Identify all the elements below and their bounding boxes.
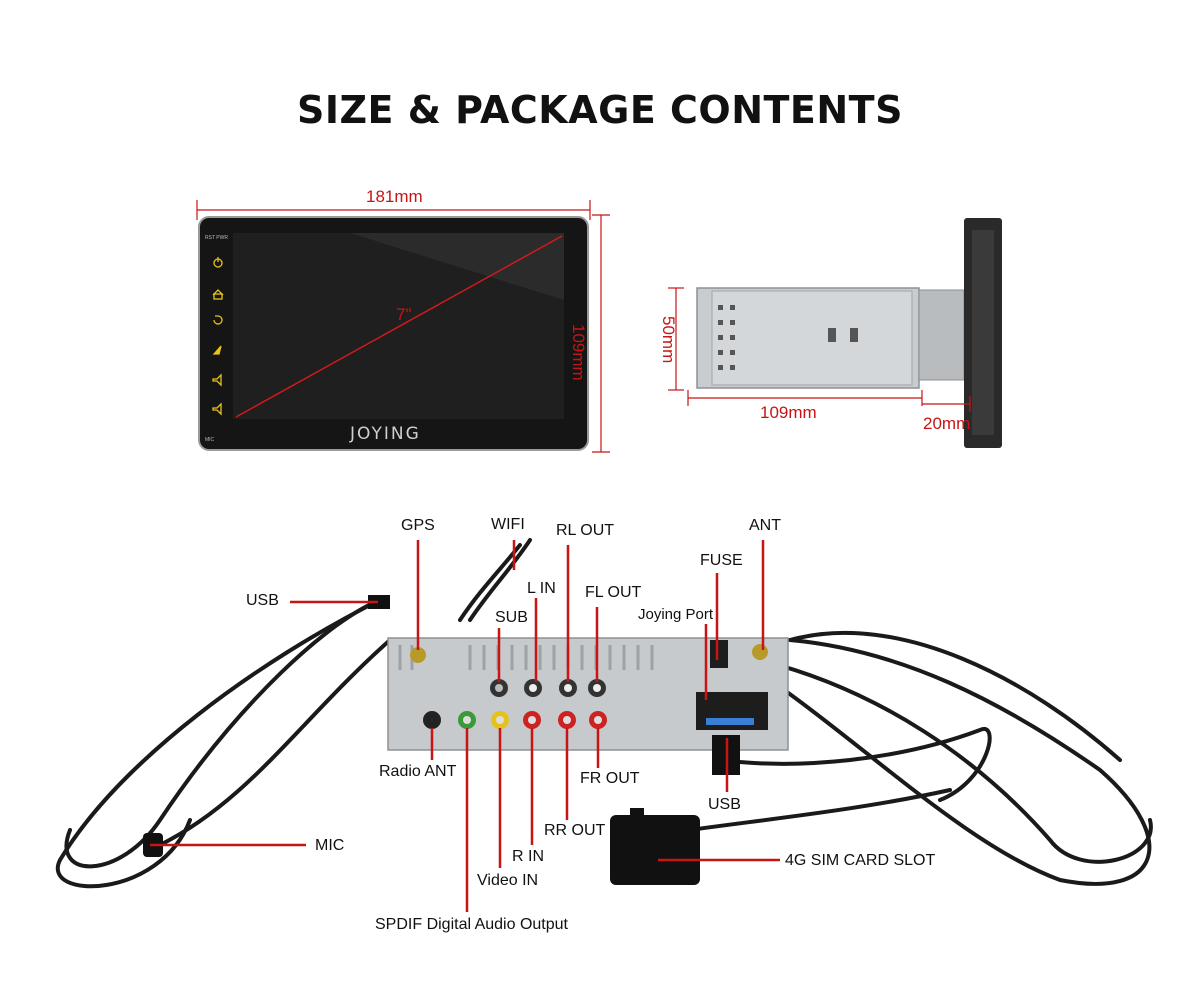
svg-text:MIC: MIC [205,437,215,443]
label-rr-out: RR OUT [544,822,606,839]
label-gps: GPS [401,517,435,534]
label-l-in: L IN [527,580,556,597]
label-fl-out: FL OUT [585,584,642,601]
side-panel-dimension: 20mm [923,414,971,433]
label-radio-ant: Radio ANT [379,763,457,780]
label-joying-port: Joying Port [638,606,714,623]
label-sim-slot: 4G SIM CARD SLOT [785,852,936,869]
label-mic: MIC [315,837,345,854]
width-dimension: 181mm [366,187,423,206]
label-fr-out: FR OUT [580,770,640,787]
label-spdif: SPDIF Digital Audio Output [375,916,568,933]
label-usb-left: USB [246,592,279,609]
label-video-in: Video IN [477,872,539,889]
diagonal-dimension: 7" [396,305,412,324]
page-title: SIZE & PACKAGE CONTENTS [297,88,903,132]
label-sub: SUB [495,609,528,626]
label-r-in: R IN [512,848,544,865]
label-usb-right: USB [708,796,741,813]
side-depth-dimension: 109mm [760,403,817,422]
label-fuse: FUSE [700,552,743,569]
label-ant: ANT [749,517,781,534]
brand-logo: JOYING [350,424,421,444]
label-wifi: WIFI [491,516,525,533]
label-rl-out: RL OUT [556,522,615,539]
svg-text:RST PWR: RST PWR [205,235,228,241]
